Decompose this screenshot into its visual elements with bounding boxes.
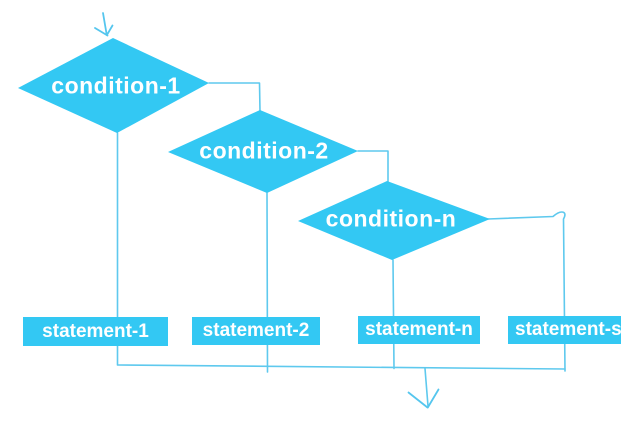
connector-conditionn-to-statements: [487, 211, 566, 372]
statement-n-label: statement-n: [365, 319, 473, 340]
entry-arrow-down-icon: [94, 12, 114, 37]
connector-condition2-to-conditionn: [357, 150, 389, 183]
condition-2-diamond: [168, 110, 358, 193]
connector-condition1-to-statement1-and-merge-line: [116, 132, 566, 370]
exit-connector: [424, 367, 429, 407]
connector-conditionn-to-statementn: [392, 259, 395, 370]
condition-1-diamond: [18, 38, 209, 133]
exit-arrow-down-icon: [407, 388, 440, 409]
connector-condition2-to-statement2: [266, 192, 269, 373]
statement-2-box: statement-2: [192, 317, 320, 345]
statement-s-box: statement-s: [508, 316, 621, 344]
statement-1-box: statement-1: [23, 317, 168, 346]
statement-n-box: statement-n: [358, 316, 480, 344]
statement-2-label: statement-2: [202, 320, 310, 341]
condition-n-diamond: [298, 181, 490, 260]
statement-s-label: statement-s: [515, 319, 621, 340]
connector-condition1-to-condition2: [208, 82, 261, 112]
statement-1-label: statement-1: [42, 320, 149, 342]
